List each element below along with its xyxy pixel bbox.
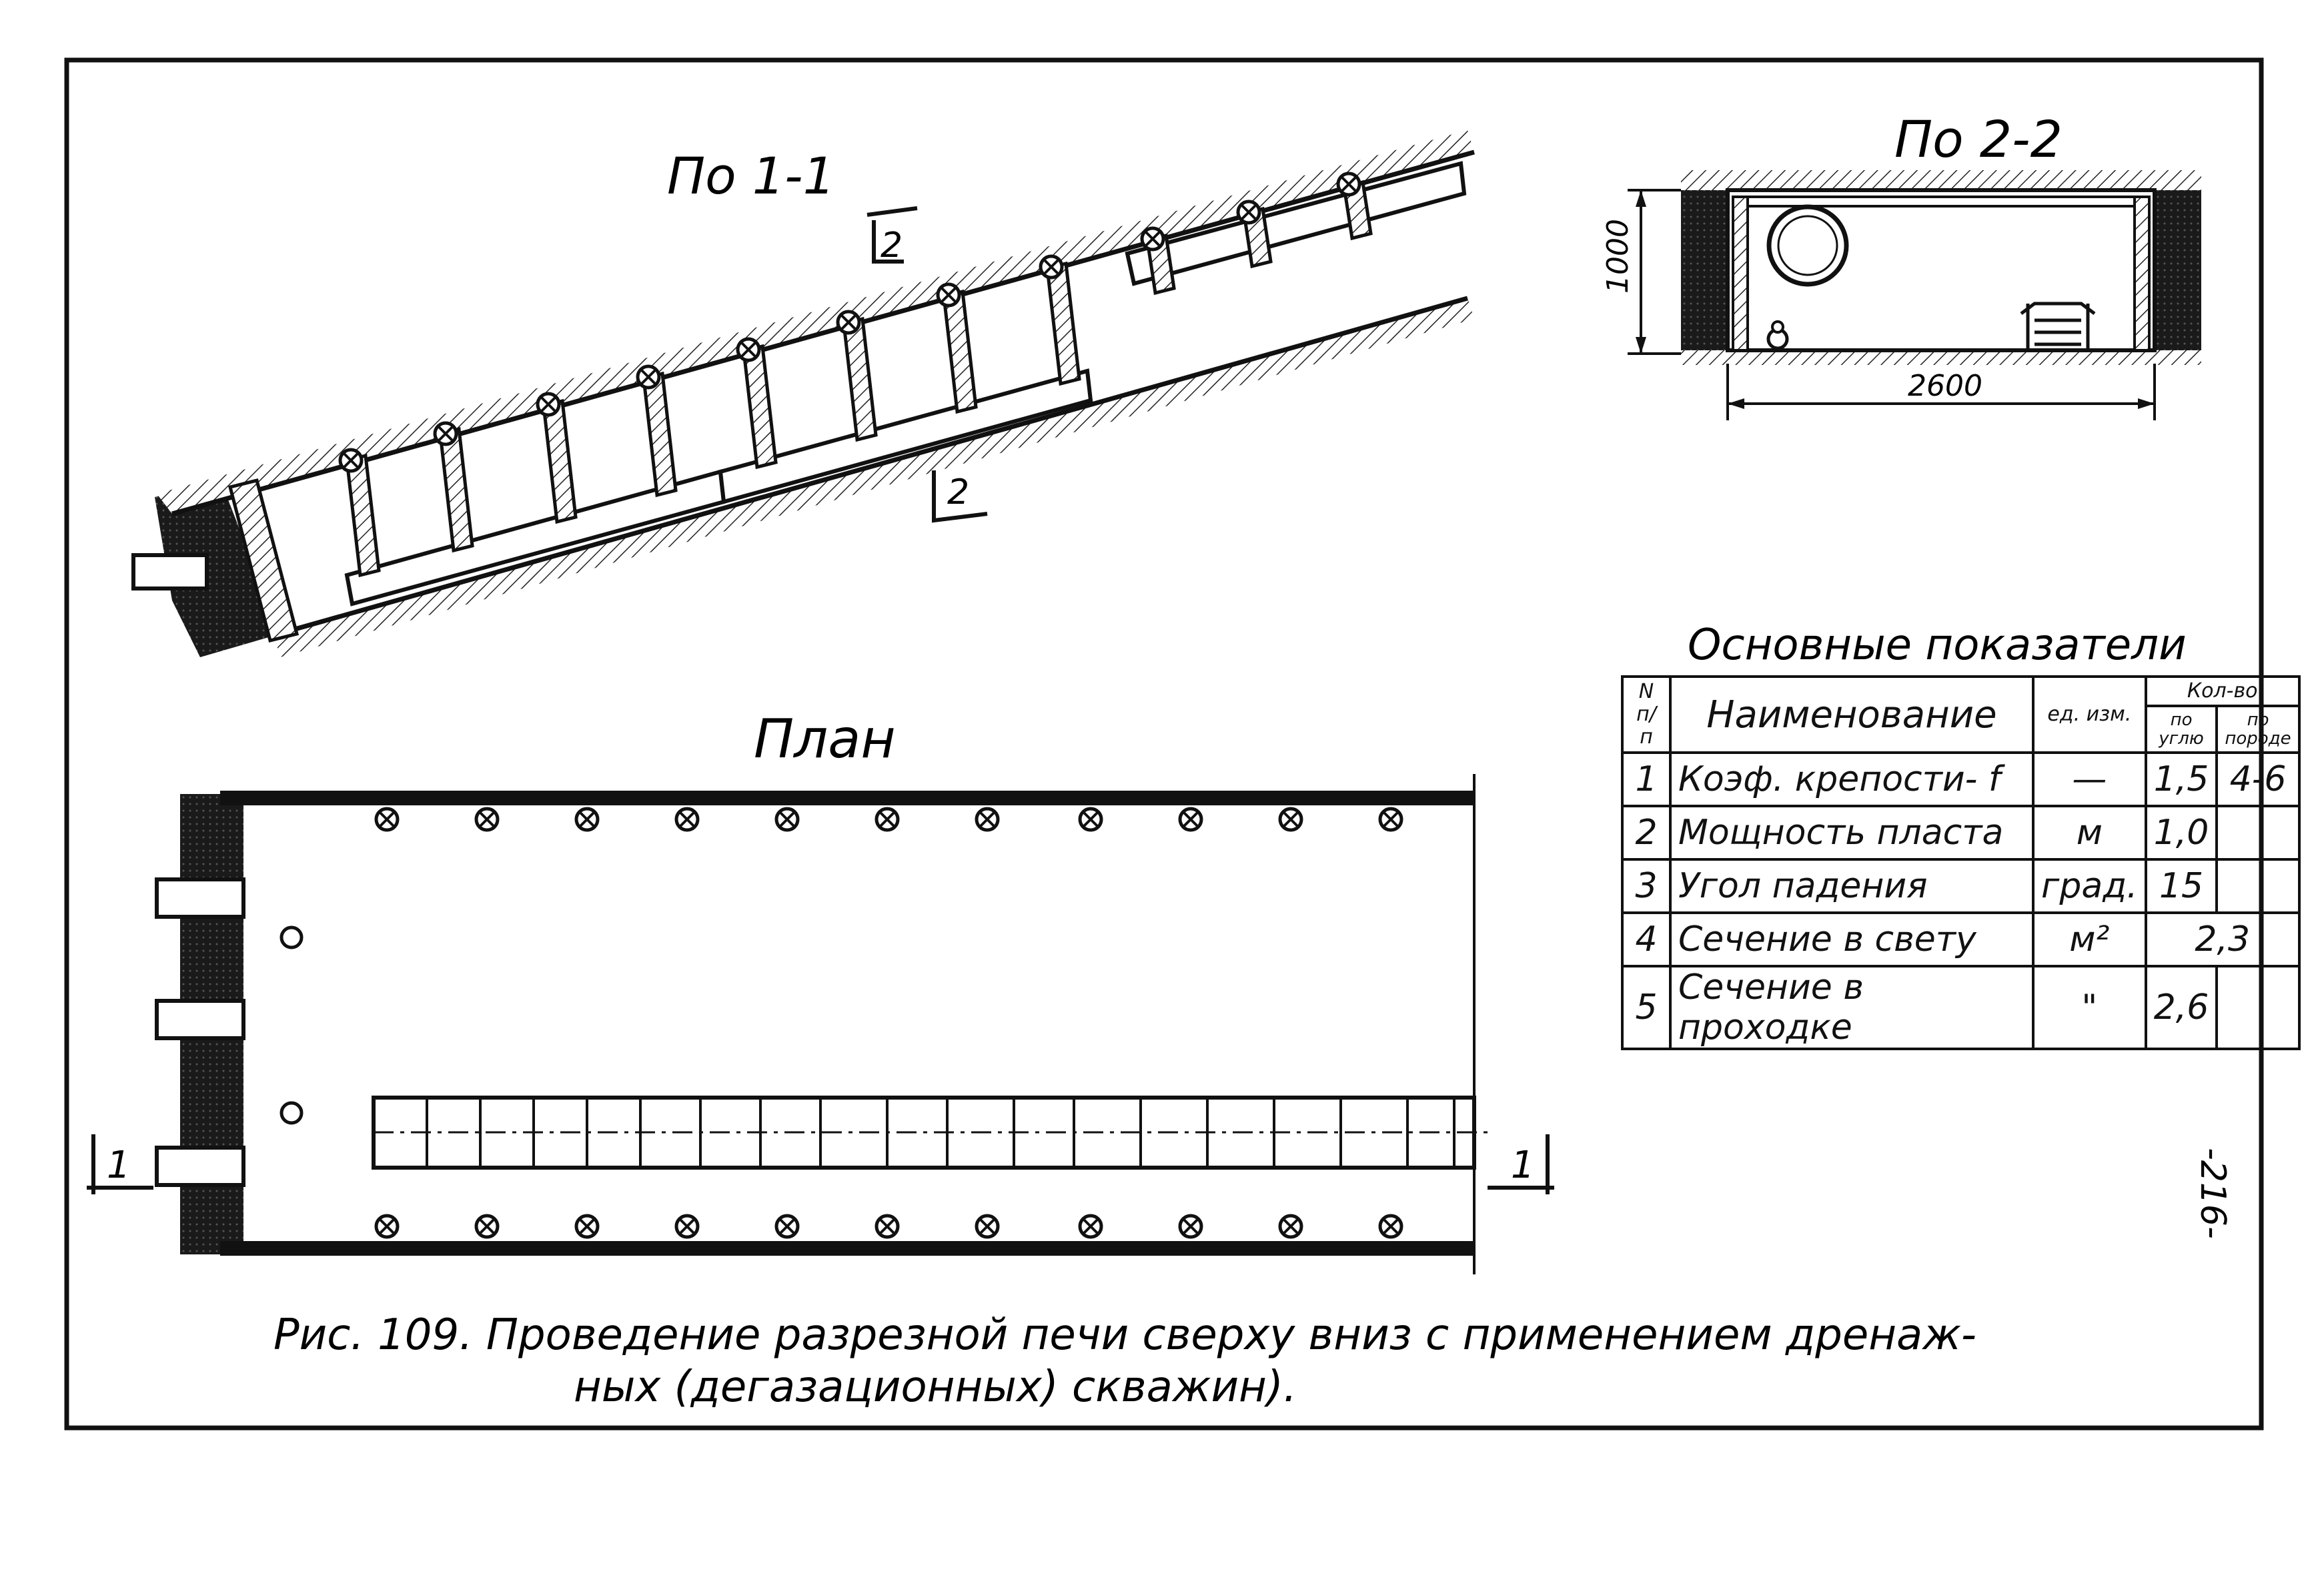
header-num: N п/п <box>1621 675 1672 754</box>
rock-mass-left <box>155 479 280 657</box>
table-row: 5 Сечение в проходке " 2,6 <box>1621 965 2301 1050</box>
section-2-2-title: По 2-2 <box>1894 109 2063 169</box>
gas-pipe-circle <box>1766 204 1849 287</box>
section-1-1-drawing <box>131 130 1475 657</box>
table-row: 2 Мощность пласта м 1,0 <box>1621 805 2301 861</box>
cut-label-2-top: 2 <box>881 226 903 266</box>
section-1-1-title: По 1-1 <box>667 146 835 206</box>
cut-label-2-bottom: 2 <box>947 472 969 512</box>
row-coal: 15 <box>2144 858 2219 914</box>
plan-title: План <box>754 708 896 770</box>
header-name: Наименование <box>1669 675 2035 754</box>
row-unit: — <box>2032 751 2147 807</box>
floor-hatching <box>273 297 1474 657</box>
row-unit: м² <box>2032 911 2147 967</box>
dim-width-label: 2600 <box>1908 369 1982 403</box>
row-coal: 1,5 <box>2144 751 2219 807</box>
row-num: 1 <box>1621 751 1672 807</box>
row-unit: град. <box>2032 858 2147 914</box>
table-title: Основные показатели <box>1688 621 2187 670</box>
table-row: 3 Угол падения град. 15 <box>1621 858 2301 914</box>
cut-label-1-left: 1 <box>107 1144 131 1187</box>
header-unit: ед. изм. <box>2032 675 2147 754</box>
row-rock <box>2215 965 2301 1050</box>
row-num: 2 <box>1621 805 1672 861</box>
end-timber <box>227 478 300 643</box>
table-row: 4 Сечение в свету м² 2,3 <box>1621 911 2301 967</box>
plan-drawing <box>87 774 1554 1274</box>
drain-pipe <box>131 553 209 590</box>
table-row: 1 Коэф. крепости- f — 1,5 4-6 <box>1621 751 2301 807</box>
caption-line-2: ных (дегазационных) скважин). <box>574 1362 1297 1412</box>
row-num: 5 <box>1621 965 1672 1050</box>
row-num: 3 <box>1621 858 1672 914</box>
header-qty-rock: по породе <box>2215 705 2301 754</box>
row-name: Мощность пласта <box>1669 805 2035 861</box>
cut-label-1-right: 1 <box>1511 1144 1535 1187</box>
page-number: -216- <box>2193 1148 2233 1239</box>
row-name: Сечение в проходке <box>1669 965 2035 1050</box>
row-rock <box>2215 805 2301 861</box>
row-name: Угол падения <box>1669 858 2035 914</box>
row-name: Коэф. крепости- f <box>1669 751 2035 807</box>
caption-line-1: Рис. 109. Проведение разрезной печи свер… <box>273 1310 1976 1360</box>
row-coal: 1,0 <box>2144 805 2219 861</box>
roof-hatching <box>157 130 1474 514</box>
main-parameters-table: N п/п Наименование ед. изм. Кол-во по уг… <box>1621 675 2301 1050</box>
row-num: 4 <box>1621 911 1672 967</box>
header-qty: Кол-во <box>2144 675 2301 708</box>
row-rock: 4-6 <box>2215 751 2301 807</box>
row-rock <box>2215 858 2301 914</box>
section-2-2-drawing <box>1628 170 2201 420</box>
row-unit: м <box>2032 805 2147 861</box>
row-unit: " <box>2032 965 2147 1050</box>
row-coal: 2,6 <box>2144 965 2219 1050</box>
row-name: Сечение в свету <box>1669 911 2035 967</box>
row-coal: 2,3 <box>2144 911 2301 967</box>
header-qty-coal: по углю <box>2144 705 2219 754</box>
dim-height-label: 1000 <box>1601 219 1635 294</box>
